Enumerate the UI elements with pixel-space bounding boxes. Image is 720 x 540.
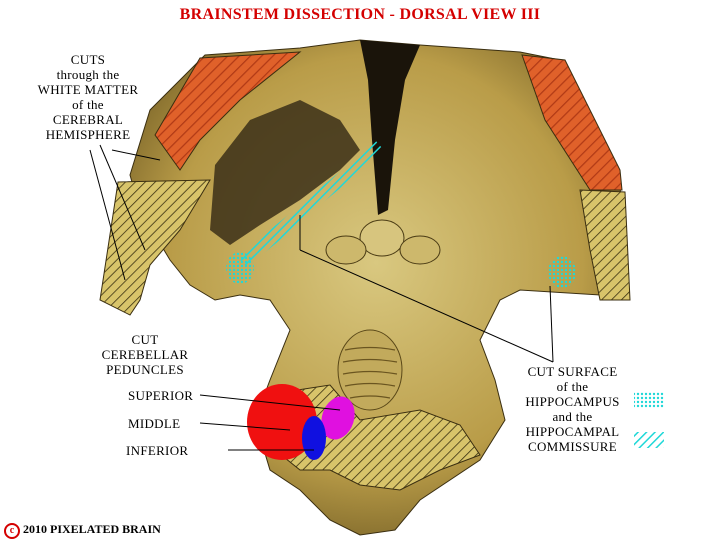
label-peduncles-line: CEREBELLAR bbox=[101, 347, 189, 362]
label-hippo-line: HIPPOCAMPUS bbox=[525, 394, 620, 409]
label-cuts: CUTS through the WHITE MATTER of the CER… bbox=[8, 52, 168, 142]
leader-lines bbox=[89, 144, 554, 451]
left-white-matter-cut-yellow bbox=[99, 179, 211, 316]
label-peduncles-line: CUT bbox=[131, 332, 159, 347]
inferior-peduncle-blob bbox=[302, 416, 326, 460]
ventricle-cavity bbox=[210, 100, 360, 245]
label-superior: SUPERIOR bbox=[128, 388, 194, 403]
peduncle-cut-surface bbox=[264, 384, 481, 491]
label-hippo-line: of the bbox=[556, 379, 589, 394]
pineal-body bbox=[359, 219, 405, 257]
right-white-matter-cut-red bbox=[521, 54, 623, 191]
hippocampal-commissure bbox=[240, 140, 382, 268]
label-hippo-line: CUT SURFACE bbox=[527, 364, 618, 379]
label-peduncles: CUT CEREBELLAR PEDUNCLES bbox=[95, 332, 195, 377]
page-title: BRAINSTEM DISSECTION - DORSAL VIEW III bbox=[179, 6, 541, 23]
left-white-matter-cut-red bbox=[154, 51, 302, 171]
label-cuts-line: CEREBRAL bbox=[52, 112, 124, 127]
label-inferior: INFERIOR bbox=[126, 443, 189, 458]
label-hippo-line: HIPPOCAMPAL bbox=[525, 424, 620, 439]
superior-peduncle-blob bbox=[321, 396, 355, 440]
label-hippo-line: COMMISSURE bbox=[528, 439, 617, 454]
middle-peduncle-blob bbox=[247, 384, 317, 460]
label-cuts-line: WHITE MATTER bbox=[37, 82, 139, 97]
right-white-matter-cut-yellow bbox=[579, 189, 631, 301]
copyright-text: 2010 PIXELATED BRAIN bbox=[23, 522, 161, 536]
fourth-ventricle-floor bbox=[337, 329, 403, 411]
label-hippo-line: and the bbox=[552, 409, 593, 424]
label-hippocampus: CUT SURFACE of the HIPPOCAMPUS and the H… bbox=[505, 364, 640, 454]
label-cuts-line: CUTS bbox=[70, 52, 106, 67]
label-middle: MIDDLE bbox=[128, 416, 181, 431]
central-cleft bbox=[360, 40, 420, 215]
legend-commissure-swatch bbox=[634, 432, 664, 448]
label-peduncles-line: PEDUNCLES bbox=[106, 362, 184, 377]
label-cuts-line: HEMISPHERE bbox=[45, 127, 131, 142]
left-colliculus bbox=[325, 235, 367, 265]
legend-hippocampus-swatch bbox=[634, 392, 664, 408]
label-cuts-line: of the bbox=[72, 97, 104, 112]
copyright-icon: c bbox=[4, 523, 20, 539]
left-hippocampus-cut bbox=[226, 252, 254, 284]
right-colliculus bbox=[399, 235, 441, 265]
right-hippocampus-cut bbox=[548, 256, 576, 288]
label-cuts-line: through the bbox=[56, 67, 120, 82]
